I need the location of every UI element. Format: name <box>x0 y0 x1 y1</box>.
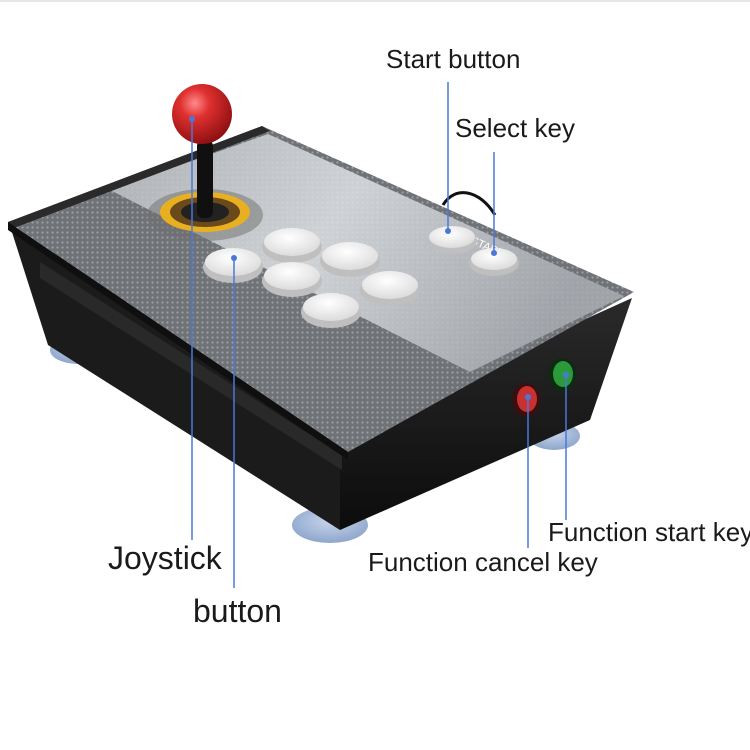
function-cancel-key-label: Function cancel key <box>368 547 598 577</box>
action-button-2[interactable] <box>262 228 322 263</box>
body-front-right <box>340 298 632 530</box>
select-button[interactable] <box>469 248 519 276</box>
action-button-5[interactable] <box>360 271 420 306</box>
start-select-buttons <box>427 191 519 276</box>
joystick[interactable] <box>147 84 263 241</box>
function-start-key-label: Function start key <box>548 517 750 547</box>
start-button-label: Start button <box>386 44 521 74</box>
leader-dots <box>189 116 569 400</box>
joystick-label: Joystick <box>108 540 222 576</box>
top-border <box>0 0 750 2</box>
function-start-button[interactable] <box>548 358 576 392</box>
controller-body: START <box>8 126 634 530</box>
action-buttons <box>203 228 420 328</box>
side-function-buttons <box>512 358 576 417</box>
leader-lines <box>191 82 567 588</box>
joystick-ball-top[interactable] <box>172 84 232 144</box>
action-button-4[interactable] <box>262 262 322 297</box>
select-key-label: Select key <box>455 113 575 143</box>
function-cancel-button[interactable] <box>512 383 540 417</box>
action-button-6[interactable] <box>301 293 361 328</box>
action-button-1[interactable] <box>203 248 263 283</box>
start-button[interactable] <box>427 226 477 254</box>
joystick-shaft <box>197 140 213 218</box>
button-label: button <box>193 593 282 629</box>
action-button-3[interactable] <box>320 242 380 277</box>
